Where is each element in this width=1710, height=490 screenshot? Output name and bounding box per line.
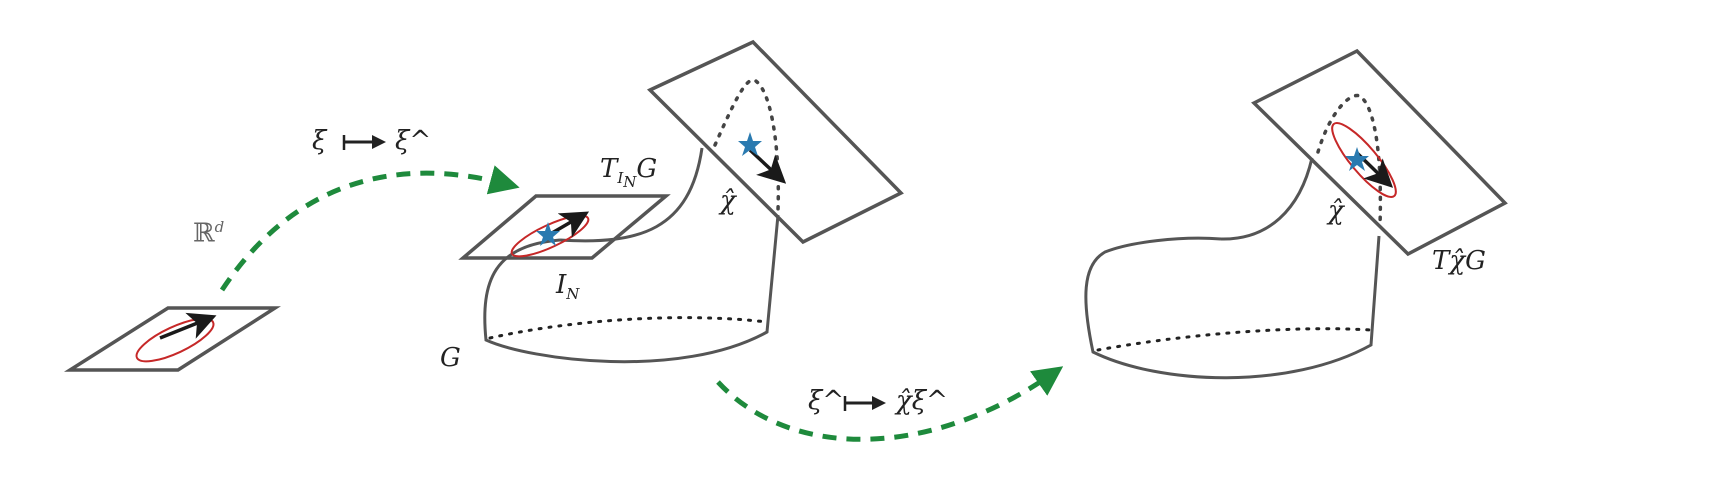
rd-base: ℝ [193,218,215,249]
dashed-arrow-1 [219,165,520,292]
tangent-identity-subsub: N [623,173,637,192]
group-label: G [440,343,461,373]
maps-to-arrow-icon [843,396,886,411]
identity-I: I [556,270,567,300]
tangent-identity-label: TING [600,156,657,190]
tangent-plane-identity [458,194,671,260]
tangent-plane-chi-1 [646,39,904,245]
maps-to-arrow-icon [342,135,386,150]
rd-label: ℝd [193,220,224,247]
dashed-arrow-2 [716,366,1064,442]
tangent-plane-chi-2 [1251,48,1508,257]
identity-label: IN [556,272,579,302]
map1-right: ξ^ [395,126,432,156]
star-icon [1345,147,1369,171]
map1-left: ξ [312,126,327,156]
chi-hat-label-2: χ̂ [1328,196,1344,226]
group-manifold-2 [1084,93,1383,380]
star-icon [738,132,762,156]
tangent-identity-sub: I [617,169,624,188]
rd-plane [63,306,281,372]
tangent-identity-G: G [636,154,658,184]
map2-left: ξ^ [808,386,845,416]
map2-right: χ̂ξ^ [896,386,948,416]
chi-hat-label-1: χ̂ [720,186,736,216]
tangent-chi-label: Tχ̂G [1432,246,1486,276]
tangent-identity-T: T [600,154,618,184]
star-icon [536,222,560,246]
rd-sup: d [214,218,225,236]
identity-sub: N [566,285,580,304]
